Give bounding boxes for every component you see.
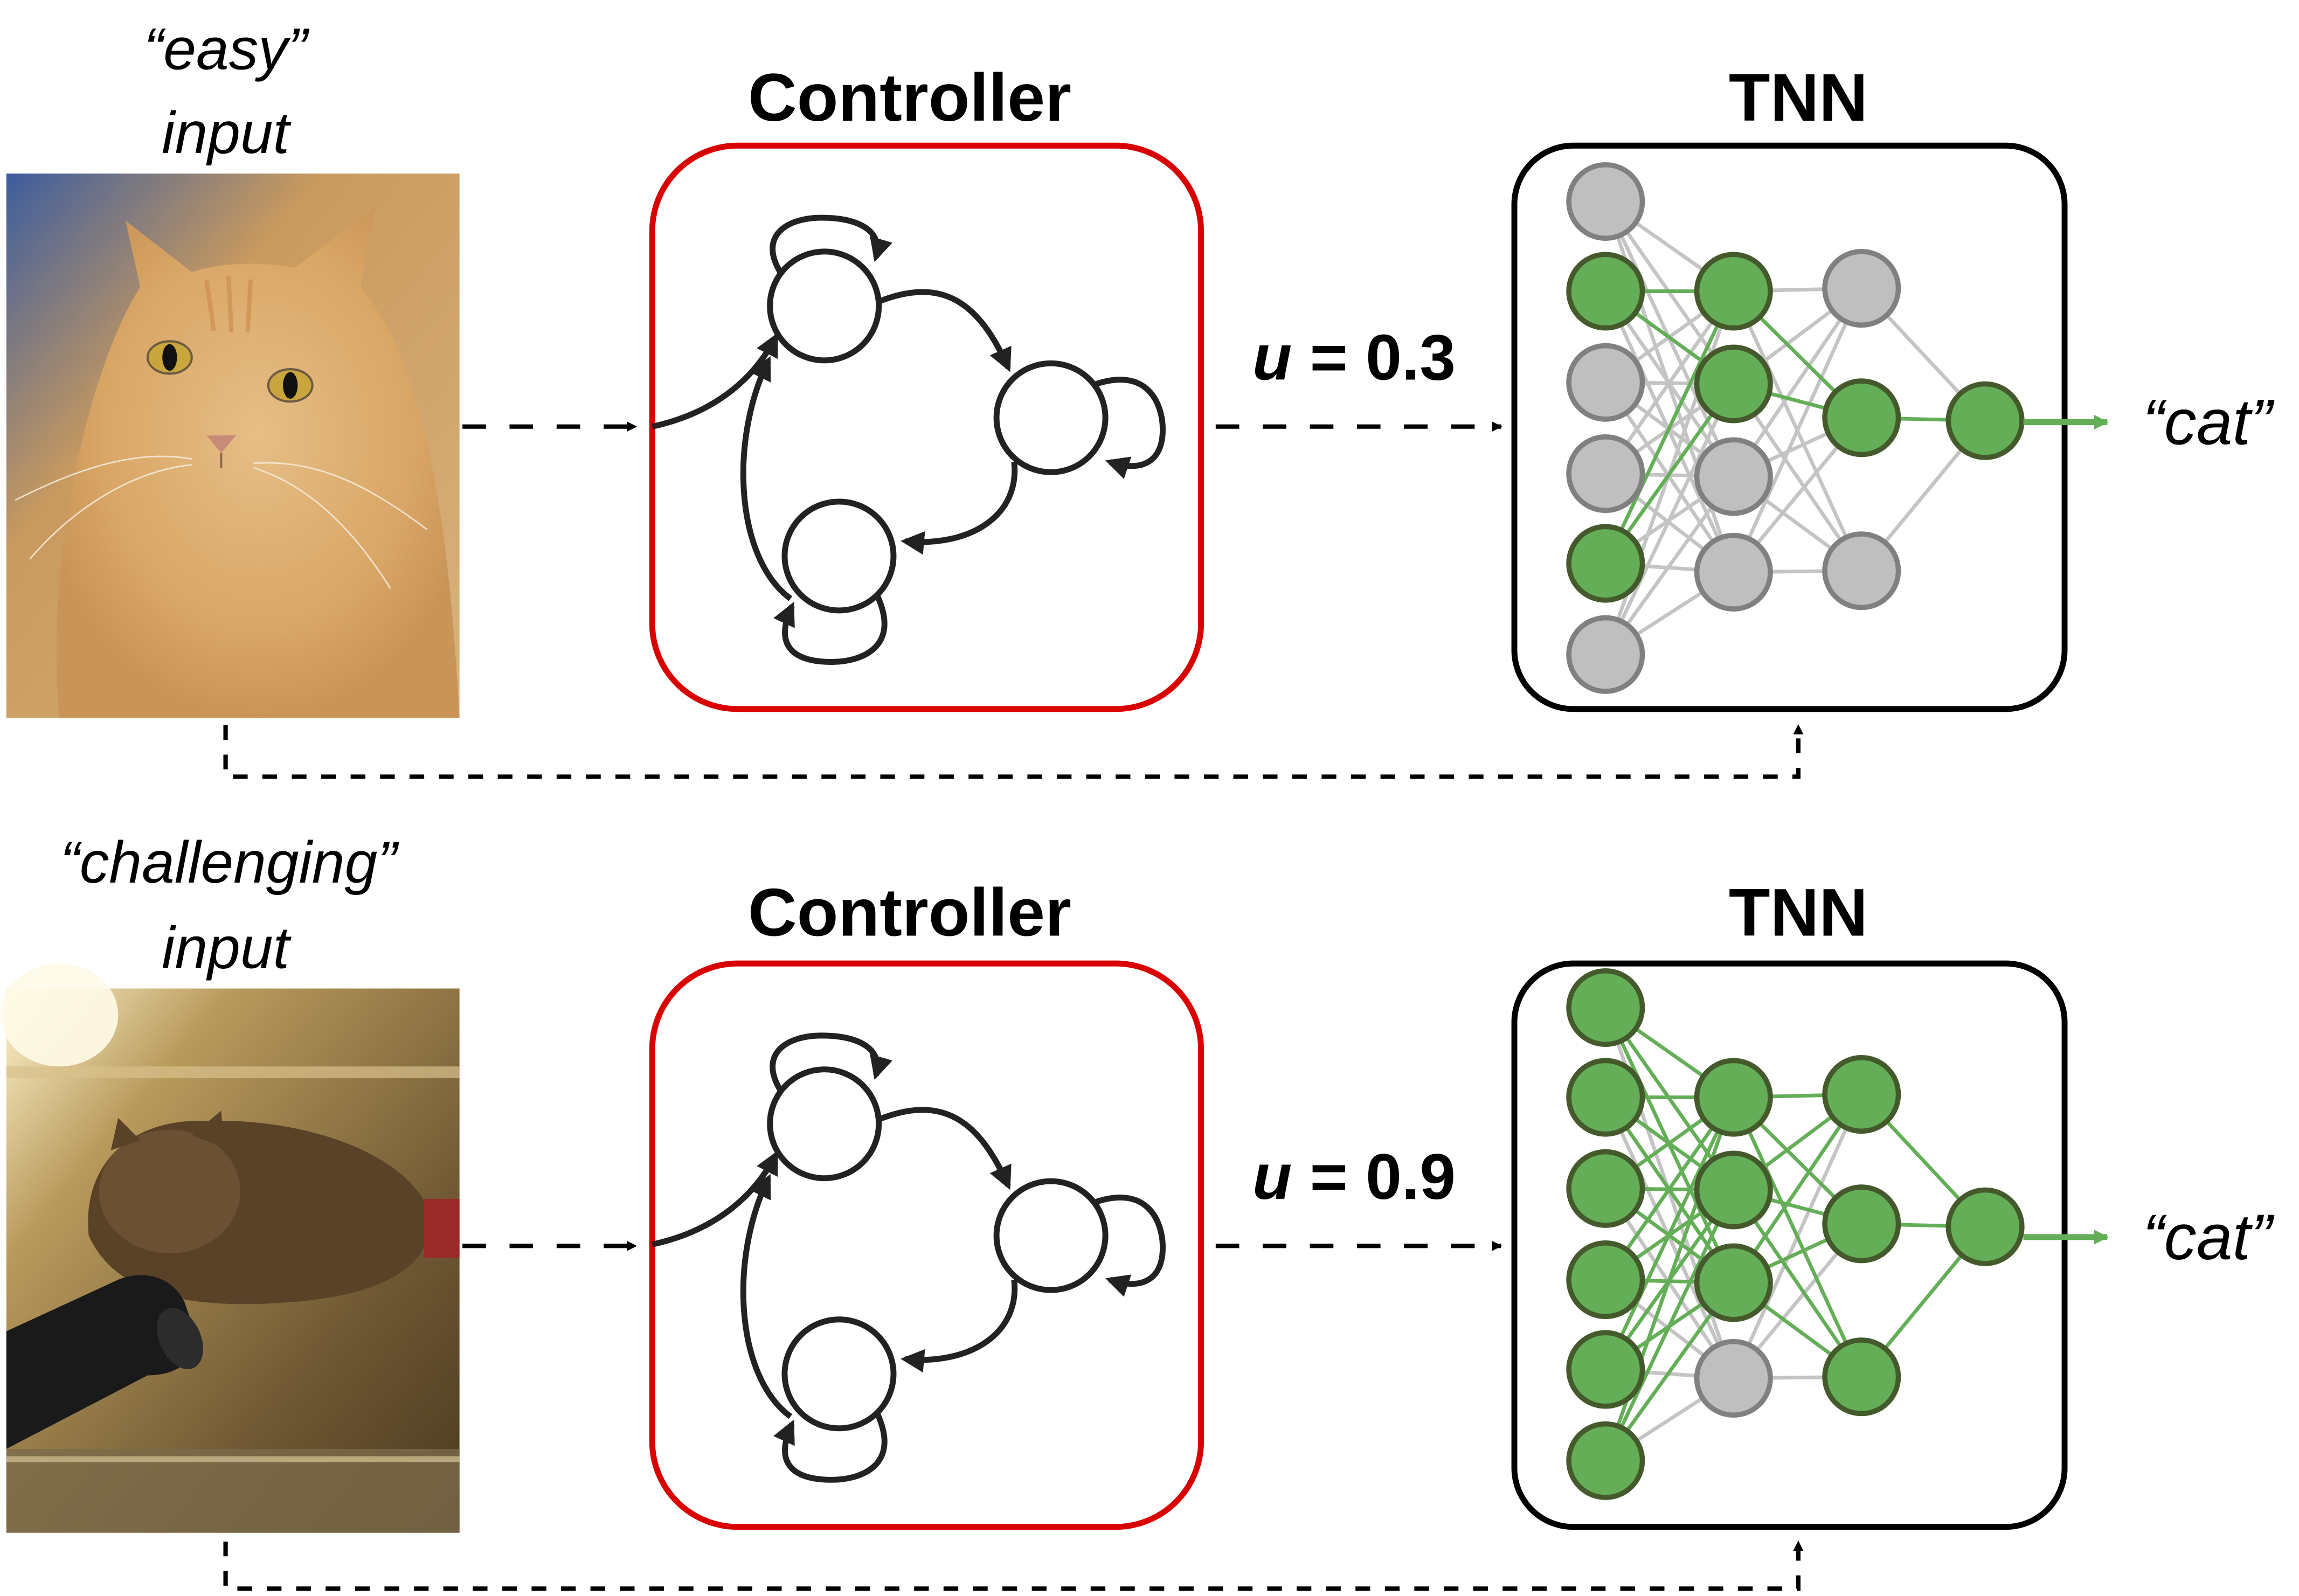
transition-edge	[901, 461, 1018, 555]
active-neuron	[1694, 1243, 1773, 1322]
state-node	[993, 360, 1109, 475]
active-neuron	[1566, 1058, 1645, 1137]
svg-text:u = 0.9: u = 0.9	[1252, 1141, 1456, 1213]
self-loop-edge	[773, 594, 888, 665]
active-neuron	[1822, 1184, 1901, 1264]
controller-title-easy: Controller	[748, 59, 1071, 135]
self-loop-edge	[1091, 1195, 1166, 1297]
tnn-title-challenging: TNN	[1729, 874, 1868, 950]
active-neuron	[1694, 1058, 1773, 1137]
active-neuron	[1822, 378, 1901, 457]
transition-edge	[877, 289, 1012, 372]
active-connection	[1604, 1189, 1735, 1462]
active-neuron	[1945, 381, 2025, 460]
self-loop-edge	[770, 214, 893, 274]
input-label-challenging-line2: input	[162, 915, 292, 981]
inactive-neuron	[1822, 249, 1901, 328]
controller-title-challenging: Controller	[748, 874, 1071, 950]
inactive-neuron	[1694, 532, 1773, 612]
state-node	[767, 1066, 882, 1182]
self-loop-edge	[1091, 377, 1166, 479]
external-input-edge	[652, 332, 779, 430]
u-variable: u	[1252, 1141, 1292, 1213]
u-value: = 0.9	[1292, 1141, 1456, 1213]
inactive-connection	[1732, 287, 1864, 573]
state-node	[993, 1178, 1109, 1293]
input-label-easy-line2: input	[162, 100, 292, 166]
active-connection	[1732, 1097, 1864, 1378]
feedback-arrow-challenging	[223, 1541, 1804, 1591]
active-neuron	[1694, 1150, 1773, 1230]
input-image-easy-cat	[6, 174, 460, 718]
controller-box-easy	[649, 142, 1204, 712]
inactive-neuron	[1822, 531, 1901, 610]
active-neuron	[1566, 1240, 1645, 1320]
uncertainty-label-challenging: u = 0.9	[1252, 1141, 1456, 1213]
inactive-connection	[1604, 383, 1735, 656]
u-value: = 0.3	[1292, 321, 1456, 393]
u-variable: u	[1252, 321, 1292, 393]
tnn-network-easy	[1566, 162, 2025, 694]
inactive-neuron	[1566, 162, 1645, 241]
feedback-arrow-easy	[223, 724, 1804, 779]
output-label-easy: “cat”	[2143, 386, 2275, 458]
input-label-easy: “easy”	[144, 16, 310, 82]
active-connection	[1604, 290, 1735, 565]
state-node	[767, 248, 882, 364]
state-node	[781, 1316, 897, 1432]
active-neuron	[1822, 1055, 1901, 1134]
controller-graph-easy	[652, 214, 1166, 665]
active-neuron	[1945, 1187, 2025, 1266]
active-neuron	[1566, 1421, 1645, 1500]
active-neuron	[1566, 968, 1645, 1047]
external-input-edge	[652, 1150, 779, 1247]
transition-edge	[901, 1279, 1018, 1373]
controller-graph-challenging	[652, 1032, 1166, 1483]
tnn-network-challenging	[1566, 968, 2025, 1500]
active-neuron	[1694, 252, 1773, 331]
input-image-challenging-cat	[0, 963, 460, 1533]
svg-text:u = 0.3: u = 0.3	[1252, 321, 1456, 393]
active-neuron	[1566, 524, 1645, 603]
active-neuron	[1566, 252, 1645, 331]
input-label-challenging: “challenging”	[60, 830, 399, 896]
tnn-title-easy: TNN	[1729, 59, 1868, 135]
transition-edge	[740, 356, 793, 601]
self-loop-edge	[773, 1412, 888, 1483]
inactive-neuron	[1566, 434, 1645, 514]
active-neuron	[1694, 344, 1773, 424]
inactive-neuron	[1694, 1338, 1773, 1418]
active-connection	[1604, 1097, 1735, 1371]
inactive-neuron	[1694, 437, 1773, 516]
transition-edge	[740, 1174, 793, 1419]
inactive-neuron	[1566, 343, 1645, 422]
output-label-challenging: “cat”	[2143, 1201, 2275, 1273]
inactive-neuron	[1566, 615, 1645, 694]
controller-box-challenging	[649, 960, 1204, 1530]
row-challenging: “challenging” input Controller	[0, 830, 2275, 1591]
active-neuron	[1822, 1337, 1901, 1417]
uncertainty-label-easy: u = 0.3	[1252, 321, 1456, 393]
active-neuron	[1566, 1330, 1645, 1409]
active-neuron	[1566, 1149, 1645, 1228]
transition-edge	[877, 1107, 1012, 1190]
self-loop-edge	[770, 1032, 893, 1092]
row-easy: “easy” input Controller	[6, 16, 2275, 779]
state-node	[781, 498, 897, 614]
